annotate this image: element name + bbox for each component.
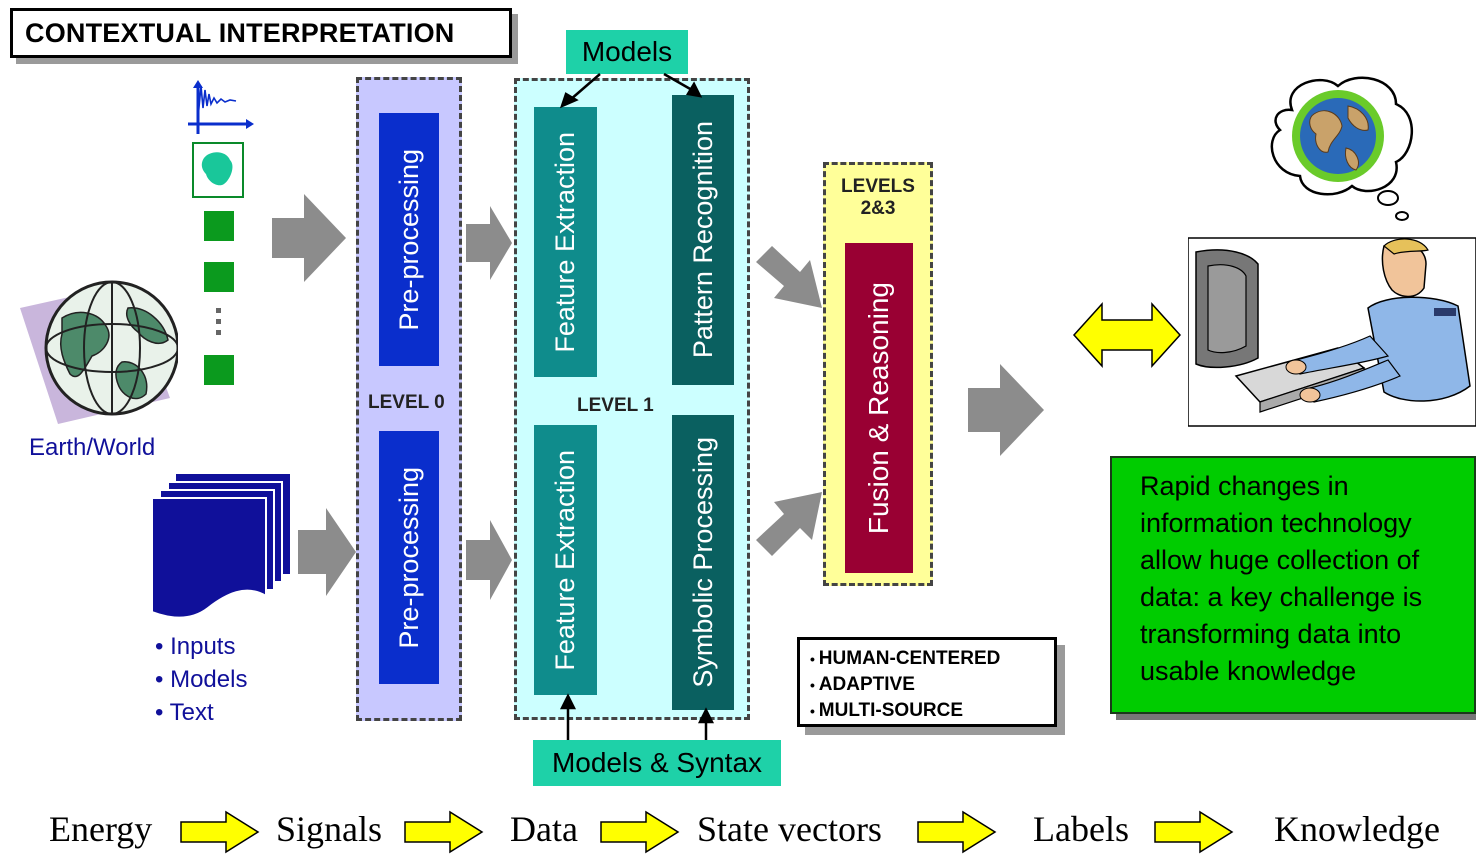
level0-label: LEVEL 0 bbox=[368, 392, 445, 413]
earth-world-label: Earth/World bbox=[29, 434, 156, 461]
diagram-title: CONTEXTUAL INTERPRETATION bbox=[10, 8, 512, 58]
list-item: Inputs bbox=[155, 630, 247, 663]
level1-label: LEVEL 1 bbox=[577, 395, 654, 416]
flow-arrow-icon bbox=[1154, 810, 1234, 854]
ellipsis-icon bbox=[216, 308, 221, 335]
flow-signals: Signals bbox=[276, 809, 383, 849]
arrow-to-level0-bottom bbox=[298, 508, 356, 596]
arrow-fusion-to-output bbox=[968, 364, 1044, 456]
feature-extraction-top-block: Feature Extraction bbox=[534, 107, 597, 377]
green-square-icon bbox=[204, 355, 234, 385]
knowledge-note: Rapid changes in information technology … bbox=[1110, 456, 1476, 714]
operator-at-computer-icon bbox=[1188, 237, 1476, 427]
list-item: MULTI-SOURCE bbox=[810, 698, 1044, 724]
flow-arrow-icon bbox=[917, 810, 997, 854]
traits-box: HUMAN-CENTERED ADAPTIVE MULTI-SOURCE bbox=[797, 637, 1057, 727]
green-square-icon bbox=[204, 211, 234, 241]
symbolic-processing-block: Symbolic Processing bbox=[672, 415, 734, 710]
knowledge-note-text: Rapid changes in information technology … bbox=[1140, 471, 1423, 686]
flow-arrow-icon bbox=[180, 810, 260, 854]
flow-labels: Labels bbox=[1033, 809, 1129, 849]
signal-waveform-icon bbox=[188, 80, 254, 134]
document-stack-icon bbox=[151, 474, 290, 619]
arrow-to-level0-top bbox=[272, 194, 346, 282]
levels23-label: LEVELS 2&3 bbox=[823, 176, 933, 220]
fusion-reasoning-block: Fusion & Reasoning bbox=[845, 243, 913, 573]
pattern-recognition-block: Pattern Recognition bbox=[672, 95, 734, 385]
blob-image-icon bbox=[192, 142, 244, 198]
globe-icon bbox=[20, 280, 178, 424]
levels23-label-line1: LEVELS bbox=[841, 176, 915, 197]
double-arrow-icon bbox=[1072, 302, 1182, 368]
data-flow-row: Energy Signals Data State vectors Labels… bbox=[0, 808, 1476, 856]
fusion-reasoning-label: Fusion & Reasoning bbox=[863, 281, 894, 535]
flow-state-vectors: State vectors bbox=[697, 809, 882, 849]
flow-data: Data bbox=[510, 809, 578, 849]
list-item: ADAPTIVE bbox=[810, 672, 1044, 698]
list-item: HUMAN-CENTERED bbox=[810, 646, 1044, 672]
models-syntax-tag: Models & Syntax bbox=[533, 740, 781, 786]
flow-arrows bbox=[180, 810, 1234, 854]
level0-bottom-block: Pre-processing bbox=[379, 431, 439, 684]
flow-energy: Energy bbox=[49, 809, 153, 849]
level0-top-block: Pre-processing bbox=[379, 113, 439, 366]
feature-extraction-bottom-block: Feature Extraction bbox=[534, 425, 597, 695]
inputs-list: Inputs Models Text bbox=[155, 630, 248, 729]
levels23-label-line2: 2&3 bbox=[860, 198, 896, 219]
list-item: Models bbox=[155, 663, 247, 696]
thought-bubble-globe-icon bbox=[1270, 76, 1413, 221]
arrow-symbolic-to-fusion bbox=[756, 492, 822, 556]
green-square-icon bbox=[204, 262, 234, 292]
flow-arrow-icon bbox=[404, 810, 484, 854]
flow-arrow-icon bbox=[600, 810, 680, 854]
flow-knowledge: Knowledge bbox=[1274, 809, 1440, 849]
list-item: Text bbox=[155, 696, 247, 729]
arrow-to-level1-bottom bbox=[466, 520, 512, 600]
arrow-pattern-to-fusion bbox=[756, 246, 822, 308]
arrow-to-level1-top bbox=[466, 206, 512, 280]
models-tag: Models bbox=[566, 30, 688, 74]
